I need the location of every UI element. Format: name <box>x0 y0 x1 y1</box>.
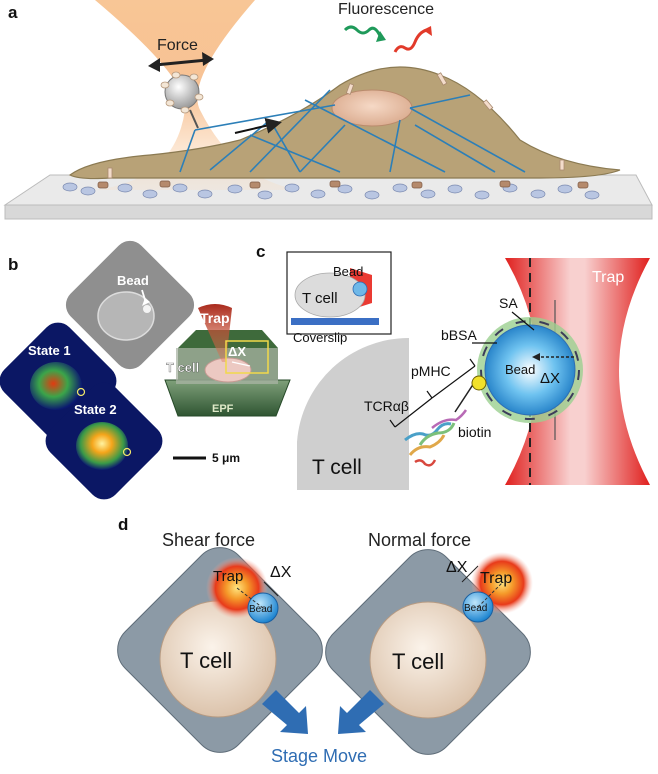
panel-b: b Bead State 1 State 2 Trap ΔX T cell EP… <box>0 240 291 500</box>
shear-title: Shear force <box>162 530 255 550</box>
inset-tcell <box>294 272 366 318</box>
fluorescence-label: Fluorescence <box>338 1 434 18</box>
bead-ligands <box>160 71 204 114</box>
inset-bead-label: Bead <box>333 264 363 279</box>
panel-letter-b: b <box>8 255 18 274</box>
state2-bead <box>122 447 132 457</box>
dx-arrowhead-c <box>532 353 540 361</box>
bead-label-c: Bead <box>505 362 535 377</box>
shear-tcell-label: T cell <box>180 648 232 673</box>
dic-bead-pointer-head <box>142 298 150 306</box>
biotin-dot <box>471 375 487 391</box>
tcell-label-b: T cell <box>166 360 199 375</box>
normal-dx-arrow <box>461 565 479 583</box>
biotin-label: biotin <box>458 424 491 440</box>
shear-trap-label: Trap <box>213 568 243 585</box>
normal-dx-label: ΔX <box>446 559 468 576</box>
panel-letter-c: c <box>256 242 265 261</box>
stage-arrow-right <box>338 690 384 734</box>
force-label: Force <box>157 37 198 54</box>
panel-a: a <box>3 0 653 220</box>
tcr-label: TCRαβ <box>364 398 409 414</box>
stage-arrow-left <box>262 690 308 734</box>
tension-arrow <box>234 117 282 134</box>
state2-cell <box>76 422 128 470</box>
dic-cell <box>97 291 155 341</box>
panel-d: d Shear force Normal force T cell Trap B… <box>117 515 533 766</box>
inset-tcell-label: T cell <box>302 290 338 307</box>
stage-move-label: Stage Move <box>271 746 367 766</box>
normal-trap-label: Trap <box>480 570 512 587</box>
shear-dx-label: ΔX <box>270 564 292 581</box>
trap-label-c: Trap <box>592 269 624 286</box>
scale-label: 5 μm <box>212 451 240 465</box>
emission-arrowhead <box>423 26 432 36</box>
trap-cone <box>198 304 232 362</box>
epf-tcell <box>204 357 252 383</box>
pmhc-bracket <box>431 365 476 399</box>
dx-arrow-b <box>231 361 251 367</box>
panel-letter-a: a <box>8 3 18 22</box>
normal-tcell-body <box>369 601 487 719</box>
normal-bead-label: Bead <box>464 603 487 614</box>
surface-receptors <box>107 72 565 179</box>
sa-pointer <box>511 311 535 331</box>
bbsa-label: bBSA <box>441 327 477 343</box>
tcr-pmhc-complex <box>404 409 468 467</box>
inset-coverslip-label: Coverslip <box>293 330 347 345</box>
substrate-proteins <box>62 180 600 200</box>
glass-slide-edge <box>4 204 653 220</box>
dx-label-c: ΔX <box>540 370 560 387</box>
state1-cell <box>30 362 82 410</box>
cell-body <box>68 66 621 180</box>
dic-bead <box>143 305 151 313</box>
trap-label-b: Trap <box>200 310 230 326</box>
normal-dx-guide <box>477 582 503 608</box>
shear-dx-arrow <box>263 581 279 597</box>
panel-letter-d: d <box>118 515 128 534</box>
zoom-box <box>225 340 269 374</box>
state1-bead <box>76 387 86 397</box>
inset-coverslip <box>291 318 379 325</box>
bbsa-layer <box>480 320 580 420</box>
excitation-arrowhead <box>376 31 386 42</box>
shear-dx-guide <box>236 587 264 609</box>
tcell-label-c: T cell <box>312 456 362 479</box>
tcr-bracket <box>394 397 433 428</box>
bead-core <box>484 324 576 416</box>
pmhc-bracket-tick2 <box>469 358 476 367</box>
dic-bead-label: Bead <box>117 273 149 288</box>
pmhc-bracket-tick1 <box>426 390 433 399</box>
normal-title: Normal force <box>368 530 471 550</box>
normal-tcell-label: T cell <box>392 649 444 674</box>
pmhc-label: pMHC <box>411 363 451 379</box>
sa-label: SA <box>499 295 518 311</box>
dx-label-b: ΔX <box>228 344 246 359</box>
cytoskeleton <box>179 89 526 173</box>
shear-bead-label: Bead <box>249 604 272 615</box>
force-arrow <box>148 52 214 72</box>
tcell-body <box>297 337 409 490</box>
state1-label: State 1 <box>28 343 71 358</box>
tcr-bracket-tick <box>389 419 396 428</box>
bead-tether <box>189 109 199 129</box>
state2-label: State 2 <box>74 402 117 417</box>
inset-bead <box>352 281 368 297</box>
epf-label: EPF <box>212 403 234 415</box>
panel-c: c Bead T cell Coverslip Trap Bead ΔX SA … <box>256 242 650 490</box>
emission-wave <box>393 28 428 53</box>
excitation-wave <box>343 25 383 39</box>
